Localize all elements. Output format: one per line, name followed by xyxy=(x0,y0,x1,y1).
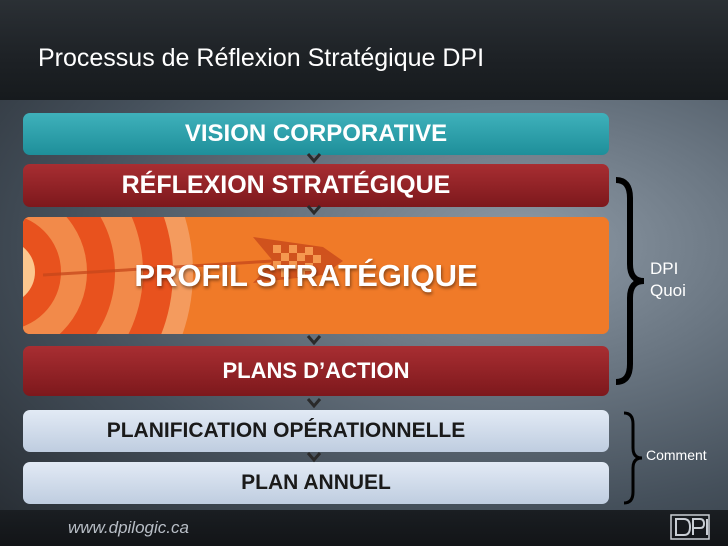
band-profil-strategique: PROFIL STRATÉGIQUE xyxy=(23,217,609,334)
target-dart-image xyxy=(23,217,609,334)
band-plans-action: PLANS D’ACTION xyxy=(23,346,609,396)
quoi-label: Quoi xyxy=(650,281,686,300)
dpi-label: DPI xyxy=(650,259,679,278)
band-label: VISION CORPORATIVE xyxy=(184,120,448,147)
right-brace-icon xyxy=(623,411,643,505)
band-label: PLANS D’ACTION xyxy=(222,358,410,383)
band-plan-annuel: PLAN ANNUEL xyxy=(23,462,609,504)
chevron-down-icon xyxy=(306,452,322,463)
band-planification-operationnelle: PLANIFICATION OPÉRATIONNELLE xyxy=(23,410,609,452)
chevron-down-icon xyxy=(306,335,322,346)
footer-url: www.dpilogic.ca xyxy=(68,518,189,537)
slide-title: Processus de Réflexion Stratégique DPI xyxy=(38,44,485,72)
chevron-down-icon xyxy=(306,398,322,409)
footer-bar xyxy=(0,510,728,546)
dart-icon xyxy=(42,237,343,283)
title-bar xyxy=(0,0,728,100)
band-reflexion-strategique: RÉFLEXION STRATÉGIQUE xyxy=(23,164,609,207)
dpi-logo-icon xyxy=(670,514,710,540)
chevron-down-icon xyxy=(306,153,322,164)
comment-label: Comment xyxy=(646,447,707,463)
band-label: PLANIFICATION OPÉRATIONNELLE xyxy=(106,419,466,442)
dpi-quoi-label: DPI Quoi xyxy=(650,258,686,302)
band-vision-corporative: VISION CORPORATIVE xyxy=(23,113,609,155)
band-label: PLAN ANNUEL xyxy=(241,471,391,494)
band-label: RÉFLEXION STRATÉGIQUE xyxy=(121,171,451,199)
chevron-down-icon xyxy=(306,205,322,216)
right-brace-icon xyxy=(615,177,645,385)
band-label: PROFIL STRATÉGIQUE xyxy=(134,257,478,293)
